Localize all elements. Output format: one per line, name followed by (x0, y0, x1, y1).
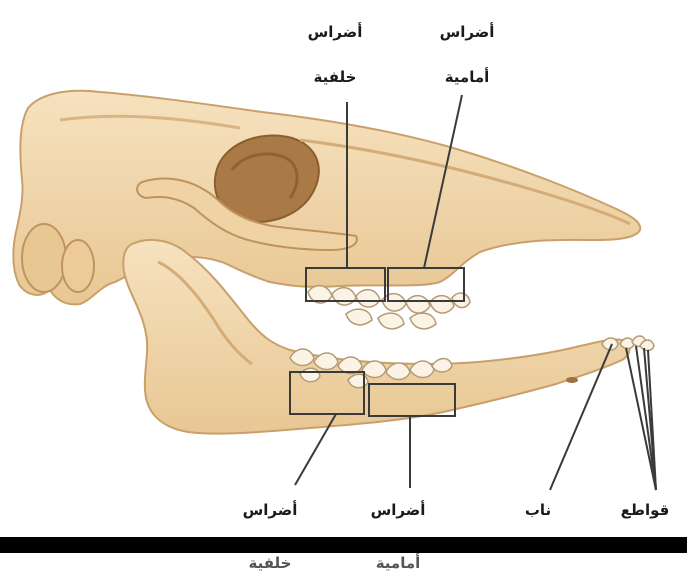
label-top-back-molars-line1: أضراس (300, 22, 370, 42)
label-top-front-molars-line2: أمامية (427, 67, 507, 87)
label-bottom-back-molars-line1: أضراس (228, 500, 312, 520)
label-bottom-back-molars-line2: خلفية (228, 553, 312, 573)
bottom-black-bar (0, 537, 687, 553)
skull-cranium (13, 91, 640, 305)
label-canine: ناب (513, 500, 563, 520)
label-incisors: قواطع (605, 500, 685, 520)
label-bottom-front-molars-line2: أمامية (356, 553, 440, 573)
label-top-front-molars-line1: أضراس (427, 22, 507, 42)
label-top-back-molars-line2: خلفية (300, 67, 370, 87)
label-bottom-front-molars-line1: أضراس (356, 500, 440, 520)
